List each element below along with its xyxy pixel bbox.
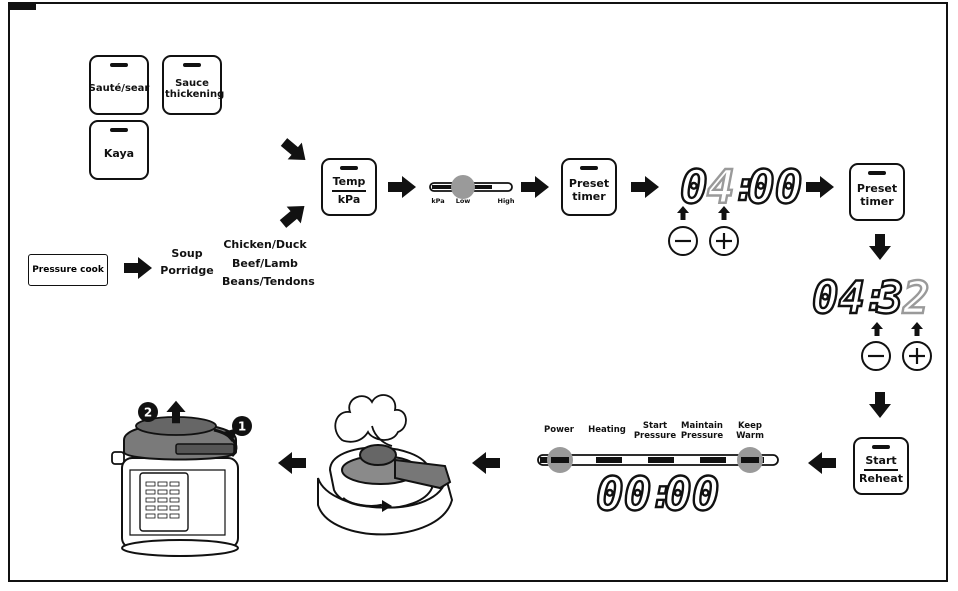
led-indicator [872,445,890,449]
timer-colon: : [650,471,674,517]
preset-timer-label: Preset timer [568,177,610,203]
arrow-left-icon [278,452,306,474]
lid-icon [123,416,237,461]
slider-unit-label: kPa [431,197,444,205]
stage-heating: Heating [588,425,626,435]
corner-mark [10,4,36,10]
arrow-right-icon [521,176,549,198]
saute-sear-button[interactable]: Sauté/sear [89,55,149,115]
arrow-left-icon [472,452,500,474]
arrow-right-icon [806,176,834,198]
plus-icon[interactable] [708,225,740,257]
timer-display-2: 04 : 3 2 [811,272,931,325]
timer-minute-digit-2: 2 [902,273,930,324]
led-indicator [110,128,128,132]
led-indicator [183,63,201,67]
led-indicator [340,166,358,170]
menu-options-col1: Soup Porridge [155,246,219,279]
menu-option-beef-lamb: Beef/Lamb [232,256,298,270]
preset-timer-button[interactable]: Preset timer [561,158,617,216]
arrow-up-icon [911,322,923,336]
stage-start-pressure-1: Start [643,421,667,431]
timer-display-1: 0 4 : 00 [679,159,804,215]
cooking-hours: 00 [596,467,651,521]
pressure-cooker-icon: 2 1 [111,400,252,557]
fraction-line [864,469,898,471]
svg-text:2: 2 [144,406,152,420]
start-reheat-button[interactable]: Start Reheat [853,437,909,495]
menu-option-chicken-duck: Chicken/Duck [223,238,307,251]
saute-sear-label: Sauté/sear [88,83,150,95]
timer-colon: : [733,164,757,210]
pressure-cook-label: Pressure cook [32,265,104,275]
menu-option-soup: Soup [171,247,203,260]
led-indicator [868,171,886,175]
svg-text:1: 1 [238,420,246,434]
timer-hour-digit-2: 4 [707,160,735,214]
steam-icon [334,394,407,447]
timer-hour-digit-1: 0 [680,160,708,214]
timer-minute-digit-1: 3 [876,273,904,324]
timer-minutes: 00 [747,160,802,214]
sauce-thickening-button[interactable]: Sauce thickening [162,55,225,115]
arrow-down-icon [869,234,891,260]
kaya-button[interactable]: Kaya [89,120,149,180]
start-label: Start [865,453,897,467]
arrow-up-icon [871,322,883,336]
steam-release-illustration [317,394,454,536]
menu-option-porridge: Porridge [160,263,214,277]
arrow-up-right-icon [275,197,312,233]
pressure-slider[interactable]: kPa Low High [429,175,515,205]
arrow-left-icon [808,452,836,474]
minus-icon[interactable] [860,340,892,372]
arrow-down-right-icon [276,133,313,169]
stage-keep-warm-1: Keep [738,421,762,431]
menu-option-beans-tendons: Beans/Tendons [222,275,315,289]
temp-label: Temp [332,174,366,188]
menu-options-col2: Chicken/Duck Beef/Lamb Beans/Tendons [222,236,315,292]
temp-kpa-fraction: Temp kPa [332,174,366,207]
stage-power: Power [544,425,575,435]
stage-maintain-pressure-2: Pressure [681,431,724,441]
cooking-minutes: 00 [664,467,719,521]
stage-start-pressure-2: Pressure [634,431,677,441]
pressure-cook-button[interactable]: Pressure cook [28,254,108,286]
timer-hours: 04 [812,273,865,324]
temp-kpa-button[interactable]: Temp kPa [321,158,377,216]
reheat-label: Reheat [859,471,903,485]
progress-bar [537,447,779,473]
start-reheat-fraction: Start Reheat [859,453,903,486]
kaya-label: Kaya [103,146,135,160]
arrow-right-icon [388,176,416,198]
kpa-label: kPa [337,192,361,206]
step-1-badge: 1 [232,416,252,436]
fraction-line [332,190,366,192]
slider-knob[interactable] [451,175,475,199]
led-indicator [580,166,598,170]
step-2-badge: 2 [138,402,158,422]
preset-timer-label-2: Preset timer [856,182,898,208]
sauce-thickening-label: Sauce thickening [165,77,225,101]
diagram-frame [8,2,948,582]
preset-timer-button-2[interactable]: Preset timer [849,163,905,221]
cooking-display: 00 : 00 [595,466,721,522]
led-indicator [110,63,128,67]
progress-stage-labels: Power Heating Start Pressure Maintain Pr… [544,421,764,441]
stage-keep-warm-2: Warm [736,431,764,441]
plus-icon[interactable] [901,340,933,372]
minus-icon[interactable] [667,225,699,257]
arrow-right-icon [124,257,152,279]
timer-colon: : [864,275,887,319]
arrow-right-icon [631,176,659,198]
stage-maintain-pressure-1: Maintain [681,421,723,431]
slider-high-label: High [498,197,515,205]
slider-low-label: Low [456,197,471,205]
arrow-down-icon [869,392,891,418]
